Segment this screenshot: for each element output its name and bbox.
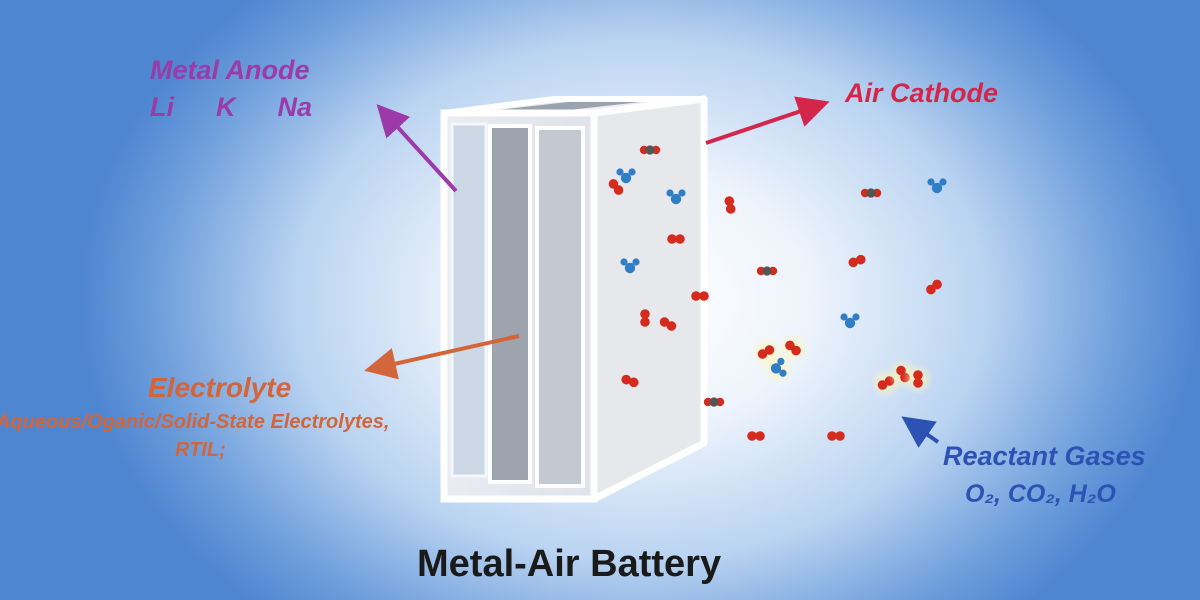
air-cathode-title: Air Cathode xyxy=(845,78,999,108)
co2-molecule xyxy=(703,397,725,407)
o2-molecule xyxy=(902,363,934,395)
metal-anode-layer xyxy=(450,122,488,478)
electrolyte-title: Electrolyte xyxy=(148,372,292,403)
electrolyte-layer xyxy=(488,124,532,484)
o2-molecule xyxy=(621,374,639,388)
callout-arrows xyxy=(364,96,940,448)
o2-molecule xyxy=(827,431,845,441)
electrolyte-types: Aqueous/Oganic/Solid-State Electrolytes, xyxy=(0,411,390,433)
h2o-molecule xyxy=(840,313,860,329)
co2-molecule xyxy=(860,188,882,198)
h2o-molecule xyxy=(927,178,947,194)
anode-arrow xyxy=(376,104,458,193)
gases-arrow xyxy=(901,416,940,448)
reactant-gases-list: O₂, CO₂, H₂O xyxy=(965,480,1116,508)
separator-layer xyxy=(535,126,585,488)
o2-molecule xyxy=(747,431,765,441)
metal-anode-title: Metal Anode xyxy=(150,55,310,85)
h2o-molecule xyxy=(762,352,794,384)
cathode-arrow xyxy=(705,96,830,145)
h2o-molecule xyxy=(666,189,686,205)
electrolyte-arrow xyxy=(364,334,520,380)
metal-li: Li xyxy=(150,92,174,122)
metal-anode-examples: Li K Na xyxy=(150,92,354,123)
h2o-molecule xyxy=(620,258,640,274)
air-cathode-face xyxy=(590,95,708,503)
co2-molecule xyxy=(639,145,661,155)
o2-molecule xyxy=(667,234,685,244)
o2-molecule xyxy=(848,254,866,268)
metal-k: K xyxy=(216,92,236,122)
electrolyte-rtil: RTIL; xyxy=(175,439,226,461)
diagram-caption: Metal-Air Battery xyxy=(417,543,722,585)
h2o-molecule xyxy=(616,168,636,184)
reactant-gases-title: Reactant Gases xyxy=(943,441,1146,471)
o2-molecule xyxy=(608,179,624,195)
o2-molecule xyxy=(640,309,650,327)
o2-molecule xyxy=(659,317,677,331)
battery-cell xyxy=(440,95,708,503)
o2-molecule xyxy=(691,291,709,301)
cell-top-slot xyxy=(488,102,640,111)
o2-molecule xyxy=(724,196,736,214)
gas-molecules xyxy=(608,145,947,441)
metal-na: Na xyxy=(277,92,313,122)
o2-molecule xyxy=(926,279,942,295)
co2-molecule xyxy=(756,266,778,276)
